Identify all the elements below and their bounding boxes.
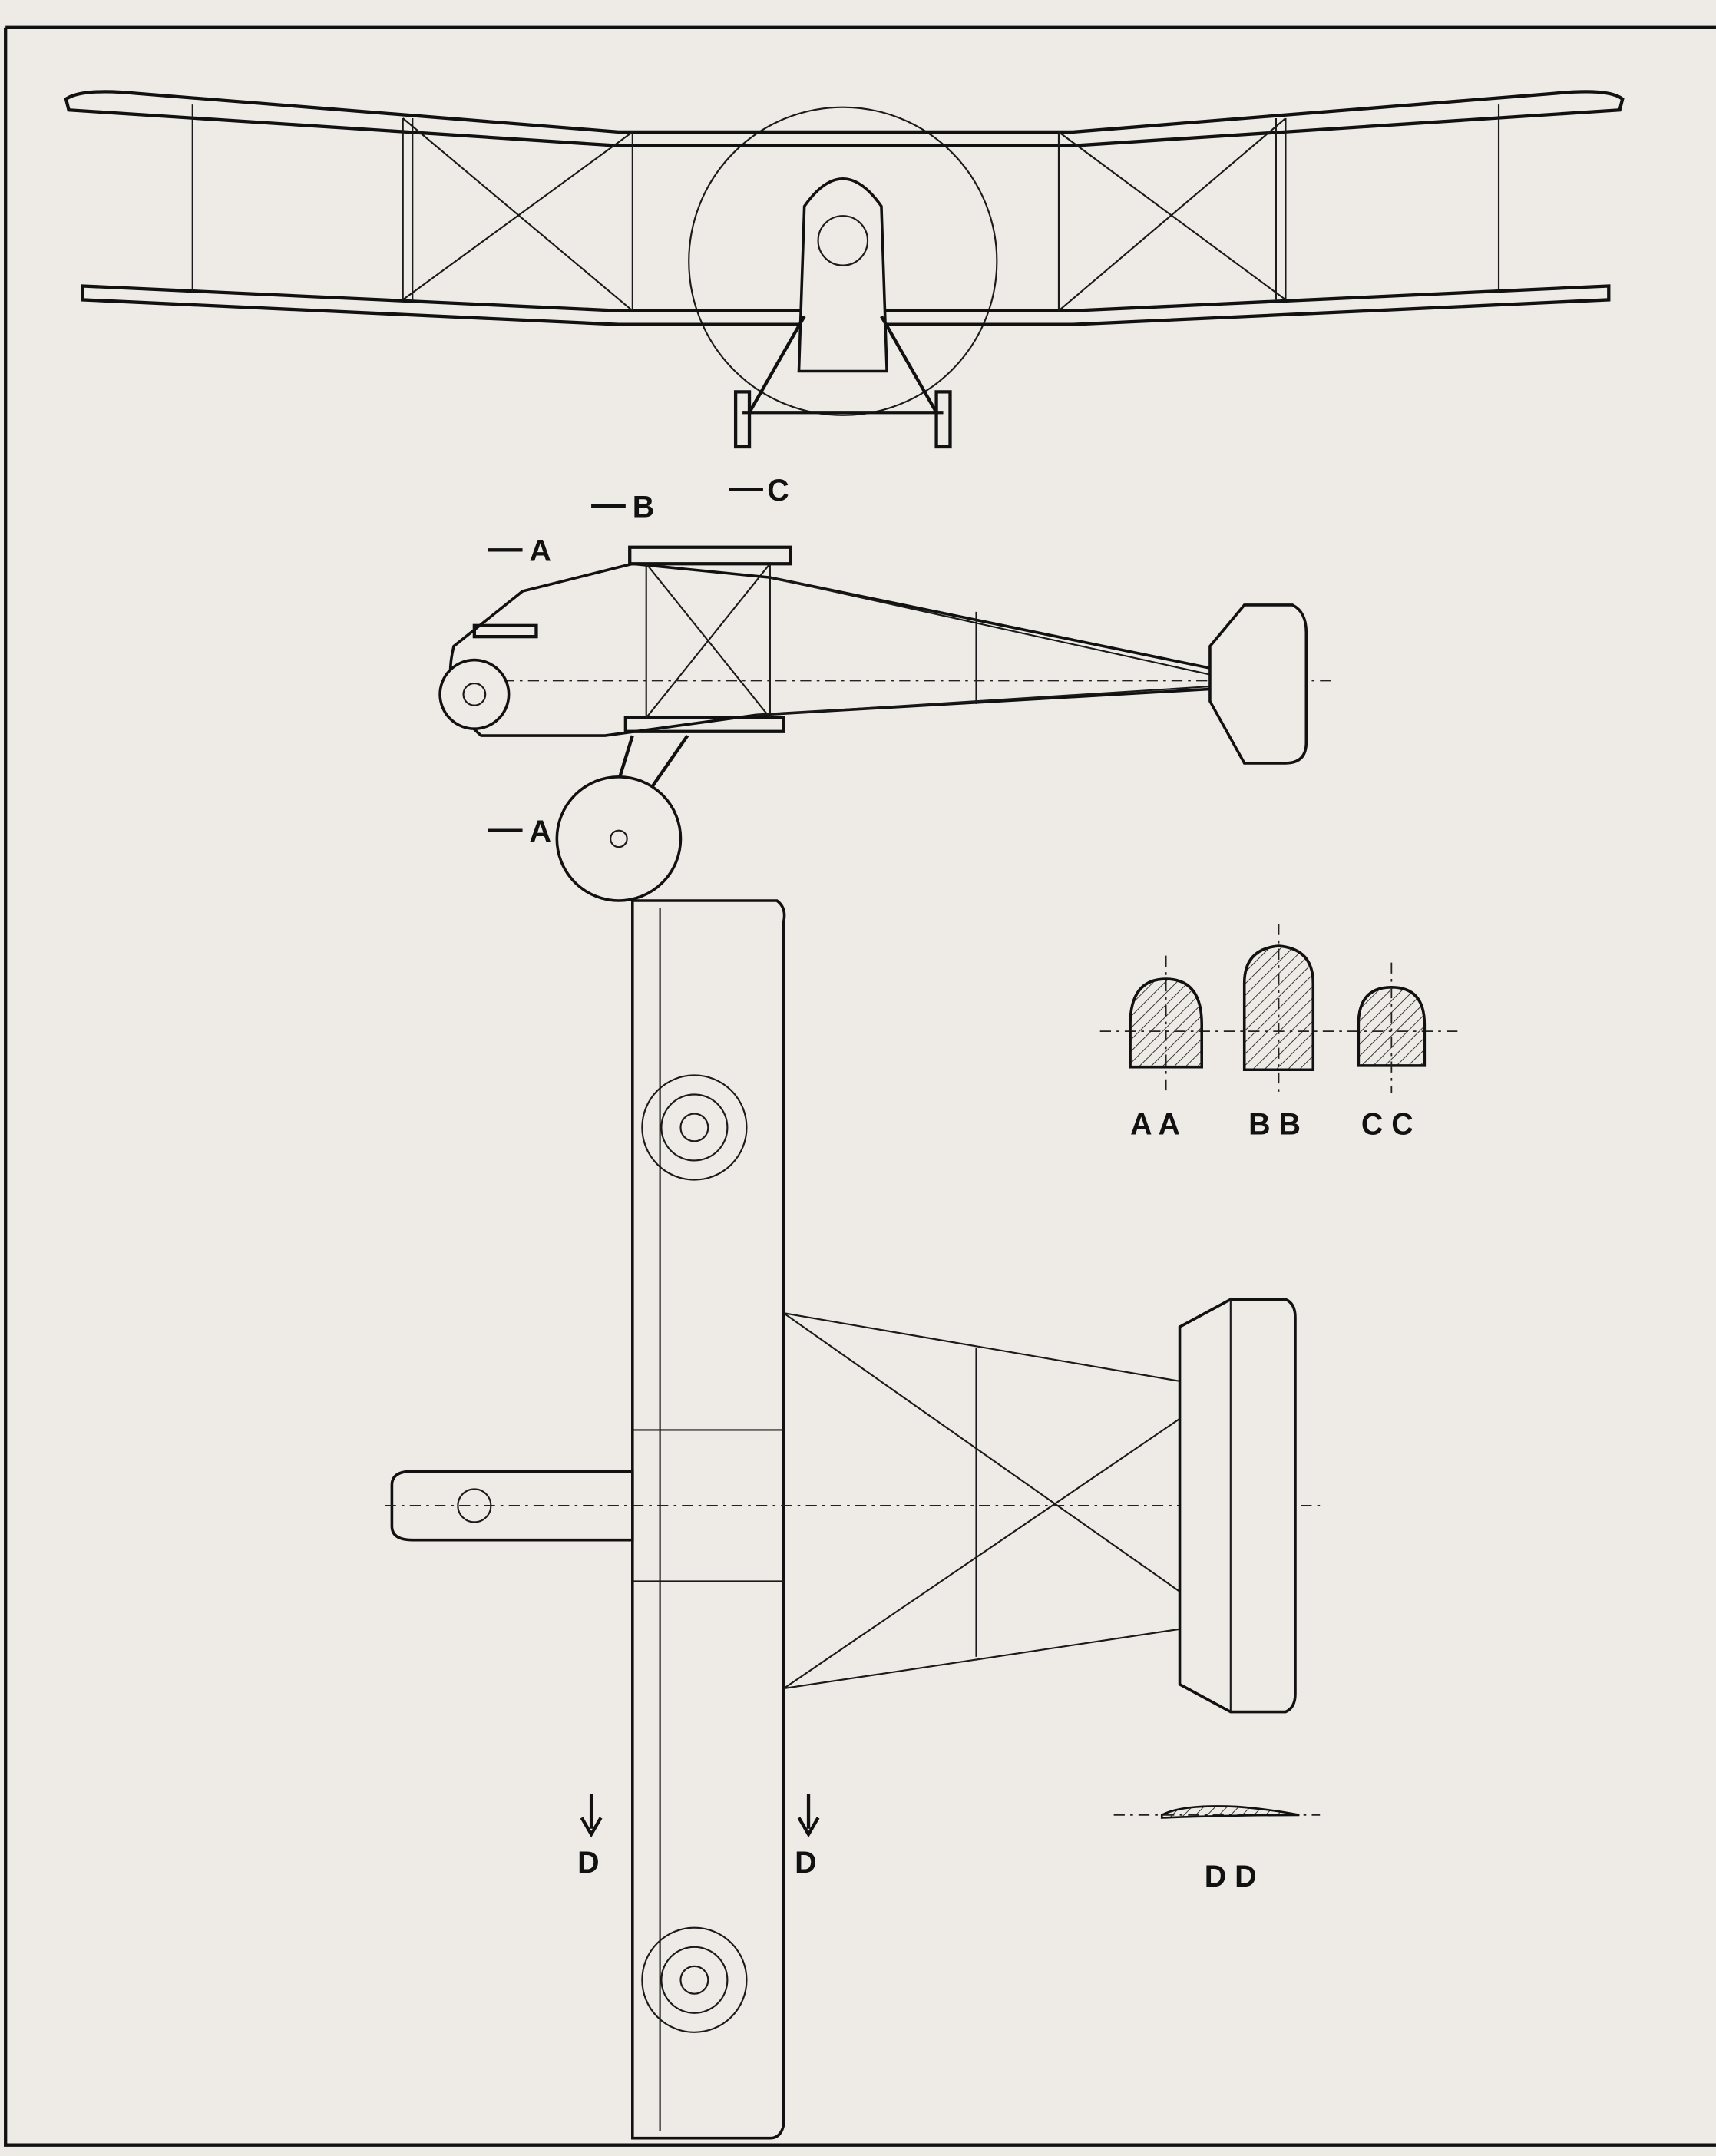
wing-plan xyxy=(631,899,786,2140)
marker-d-left: D xyxy=(577,1846,599,1880)
marker-a-top: A xyxy=(529,534,551,568)
top-wing xyxy=(64,90,1625,147)
label-aa: A A xyxy=(1130,1107,1180,1141)
marker-c: C xyxy=(767,474,789,508)
rear-fuselage-plan xyxy=(385,1312,1321,1690)
tailplane-plan xyxy=(1178,1298,1297,1714)
label-bb: B B xyxy=(1248,1107,1301,1141)
frame-border xyxy=(4,25,1716,2147)
section-markers-plan: D D xyxy=(577,1794,820,1880)
undercarriage xyxy=(733,315,952,449)
wing-struts xyxy=(191,104,1500,312)
machine-gun xyxy=(472,623,538,639)
marker-a-bottom: A xyxy=(529,815,551,848)
wing-section-dd: D D xyxy=(1113,1805,1321,1893)
fuselage-front xyxy=(797,177,888,373)
bottom-wing xyxy=(81,284,1611,326)
top-wing-section xyxy=(628,545,792,566)
marker-d-right: D xyxy=(795,1846,816,1880)
fuselage-sections: A A B B C C xyxy=(1099,924,1458,1141)
label-cc: C C xyxy=(1361,1107,1413,1141)
tail-fin-rudder xyxy=(1208,603,1308,765)
marker-b: B xyxy=(633,490,654,524)
bottom-wing-section xyxy=(623,716,785,733)
side-view xyxy=(438,545,1334,902)
label-dd: D D xyxy=(1205,1860,1257,1893)
propeller-disc xyxy=(688,106,998,416)
roundel-lower xyxy=(641,1926,748,2033)
section-markers-side: A B C A xyxy=(488,474,789,848)
plan-view xyxy=(385,899,1321,2140)
roundel-upper xyxy=(641,1074,748,1181)
section-cc xyxy=(1357,986,1427,1067)
front-view xyxy=(64,90,1625,449)
engine-cowl xyxy=(438,658,511,730)
wheel-side xyxy=(555,775,683,902)
airfoil-section xyxy=(1160,1805,1300,1819)
